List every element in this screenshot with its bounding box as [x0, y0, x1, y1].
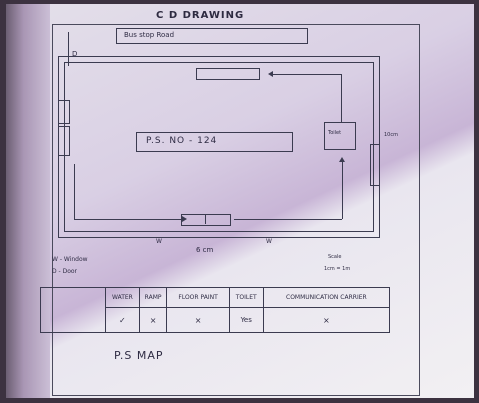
table-header-row: WATER RAMP FLOOR PAINT TOILET COMMUNICAT…	[40, 287, 391, 333]
header-floor-paint: FLOOR PAINT	[166, 287, 230, 308]
arrowhead-bottom-left	[182, 216, 187, 222]
scale-label: Scale	[328, 254, 342, 260]
path-bottom-left	[74, 219, 184, 221]
facilities-table: WATER RAMP FLOOR PAINT TOILET COMMUNICAT…	[40, 287, 391, 333]
window-right	[370, 144, 380, 186]
value-water: ✓	[105, 307, 140, 333]
path-left-down	[74, 164, 76, 219]
value-floor-paint: ×	[166, 307, 230, 333]
header-ramp: RAMP	[138, 287, 168, 308]
table-value-row: ✓ × × Yes ×	[41, 307, 391, 333]
header-toilet: TOILET	[228, 287, 264, 308]
window-mark-2: W	[266, 238, 272, 245]
arrowhead-right-up	[339, 157, 345, 162]
header-water: WATER	[105, 287, 140, 308]
door-line	[68, 32, 70, 66]
path-right-up	[341, 74, 343, 122]
path-right-rise	[342, 162, 344, 219]
toilet-box	[324, 122, 356, 150]
room-inner-wall	[64, 62, 374, 232]
notebook-binding	[6, 4, 50, 398]
right-dimension: 10cm	[384, 132, 398, 138]
road-label-box	[116, 28, 308, 44]
window-top	[196, 68, 260, 80]
road-label: Bus stop Road	[124, 31, 175, 39]
bottom-dimension: 6 cm	[196, 246, 214, 254]
value-toilet: Yes	[228, 307, 264, 333]
door-label: D	[72, 50, 78, 58]
value-communication-carrier: ×	[262, 307, 391, 333]
page-border	[52, 24, 420, 396]
ps-number-box	[136, 132, 293, 152]
path-top	[271, 74, 341, 76]
legend-door: D - Door	[52, 268, 78, 275]
path-bottom-right	[234, 219, 342, 221]
toilet-label: Toilet	[328, 130, 342, 136]
arrowhead-top	[268, 71, 273, 77]
map-title: P.S MAP	[114, 349, 164, 362]
legend-window: W - Window	[52, 256, 88, 263]
ps-number-label: P.S. NO - 124	[146, 136, 218, 146]
scale-value: 1cm = 1m	[324, 266, 351, 272]
window-left-1	[58, 100, 70, 124]
notebook-page: C D DRAWING Bus stop Road D P.S. NO - 12…	[6, 4, 474, 398]
page-heading: C D DRAWING	[156, 10, 245, 21]
header-communication-carrier: COMMUNICATION CARRIER	[262, 287, 391, 308]
table-blank-cell	[40, 287, 106, 333]
value-ramp: ×	[138, 307, 168, 333]
window-mark-1: W	[156, 238, 162, 245]
window-left-2	[58, 126, 70, 156]
door-bottom-divider	[205, 214, 207, 224]
